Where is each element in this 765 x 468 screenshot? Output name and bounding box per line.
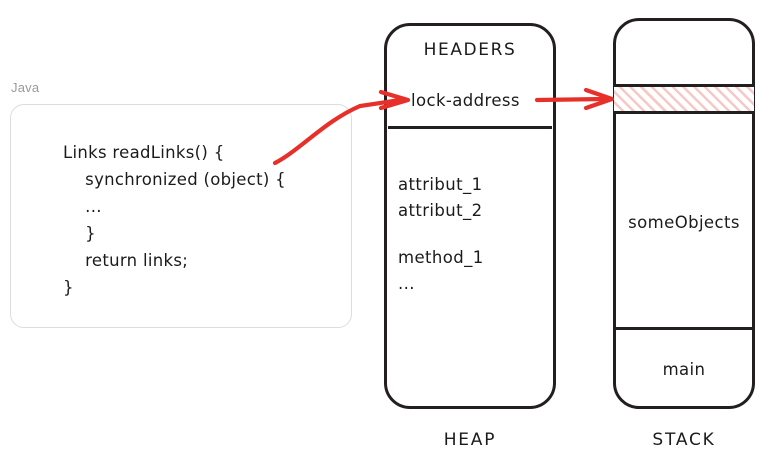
heap-attributes-list: attribut_1 attribut_2 xyxy=(398,175,483,220)
stack-main-frame: main xyxy=(662,360,706,379)
java-code-card: Links readLinks() { synchronized (object… xyxy=(10,104,352,328)
heap-header-divider xyxy=(388,126,552,130)
stack-main-divider xyxy=(614,327,754,331)
heap-lock-address-entry: lock-address xyxy=(411,91,520,110)
java-code-block: Links readLinks() { synchronized (object… xyxy=(63,143,286,297)
stack-locked-frame xyxy=(614,84,754,114)
stack-box xyxy=(613,18,755,409)
stack-some-objects-frame: someObjects xyxy=(628,213,740,232)
heap-headers-title: HEADERS xyxy=(423,40,517,60)
heap-methods-list: method_1 ... xyxy=(398,248,484,293)
heap-caption: HEAP xyxy=(443,430,497,450)
heap-box xyxy=(384,23,556,409)
stack-caption: STACK xyxy=(652,430,716,450)
code-language-label: Java xyxy=(11,80,40,95)
